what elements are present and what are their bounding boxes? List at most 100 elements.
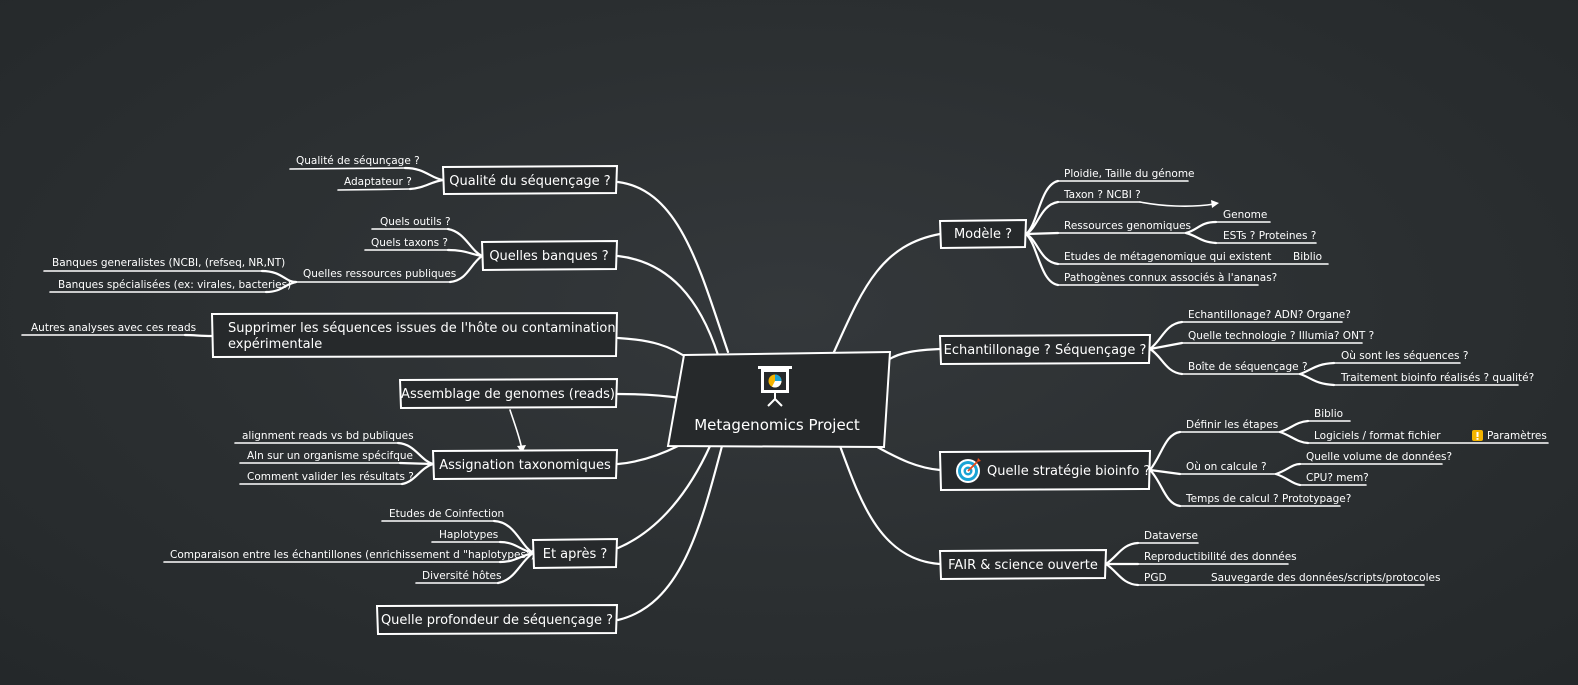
svg-text:Logiciels / format fichier: Logiciels / format fichier xyxy=(1314,430,1441,442)
svg-text:expérimentale: expérimentale xyxy=(228,337,322,352)
svg-text:Définir les étapes: Définir les étapes xyxy=(1186,419,1278,431)
topic-modele[interactable]: Modèle ? xyxy=(938,179,1060,287)
svg-text:Genome: Genome xyxy=(1223,209,1267,221)
central-topic[interactable]: Metagenomics Project xyxy=(666,350,892,449)
leaf-ressources-genomiques[interactable]: Ressources genomiques xyxy=(1057,220,1218,245)
leaf-quelle-technologie[interactable]: Quelle technologie ? Illumia? ONT ? xyxy=(1181,330,1374,344)
leaf-pgd[interactable]: PGD Sauvegarde des données/scripts/proto… xyxy=(1137,572,1440,586)
topic-assemblage[interactable]: Assemblage de genomes (reads) xyxy=(398,377,619,410)
leaf-cpu-mem[interactable]: CPU? mem? xyxy=(1299,472,1369,486)
warning-icon xyxy=(1472,430,1483,441)
svg-text:Supprimer les séquences issues: Supprimer les séquences issues de l'hôte… xyxy=(228,321,616,336)
leaf-temps-calcul[interactable]: Temps de calcul ? Prototypage? xyxy=(1179,493,1351,507)
svg-text:Qualité de séqunçage ?: Qualité de séqunçage ? xyxy=(296,155,420,167)
target-icon xyxy=(956,458,981,483)
topic-supprimer[interactable]: Supprimer les séquences issues de l'hôte… xyxy=(183,311,619,359)
svg-text:Quels taxons ?: Quels taxons ? xyxy=(371,237,448,249)
svg-text:Quelle technologie ? Illumia?: Quelle technologie ? Illumia? ONT ? xyxy=(1188,330,1374,342)
svg-text:Où on calcule ?: Où on calcule ? xyxy=(1186,461,1267,473)
topic-apres[interactable]: Et après ? xyxy=(492,519,619,585)
leaf-biblio: Biblio xyxy=(1293,251,1322,263)
topic-strategie[interactable]: Quelle stratégie bioinfo ? xyxy=(938,430,1182,508)
svg-text:Quels outils ?: Quels outils ? xyxy=(380,216,451,228)
leaf-ploidie[interactable]: Ploidie, Taille du génome xyxy=(1057,168,1195,182)
svg-text:Quelles banques ?: Quelles banques ? xyxy=(489,249,608,264)
leaf-autres-analyses[interactable]: Autres analyses avec ces reads xyxy=(21,322,196,336)
svg-text:Aln sur un organisme spécifque: Aln sur un organisme spécifque xyxy=(247,450,413,462)
svg-text:Boîte de séquençage ?: Boîte de séquençage ? xyxy=(1188,361,1308,373)
svg-text:Quelle profondeur de séquençag: Quelle profondeur de séquençage ? xyxy=(381,613,613,628)
svg-text:Ressources genomiques: Ressources genomiques xyxy=(1064,220,1191,232)
leaf-banques-generalistes[interactable]: Banques generalistes (NCBI, (refseq, NR,… xyxy=(43,257,285,272)
presentation-icon xyxy=(758,366,792,407)
leaf-quelles-ressources[interactable]: Quelles ressources publiques xyxy=(260,268,456,294)
svg-text:Echantillonage ? Séquençage ?: Echantillonage ? Séquençage ? xyxy=(944,343,1147,358)
leaf-logiciels[interactable]: Logiciels / format fichier xyxy=(1307,430,1549,444)
central-title: Metagenomics Project xyxy=(694,416,860,434)
leaf-definir-etapes[interactable]: Définir les étapes xyxy=(1179,419,1310,445)
svg-text:Ploidie, Taille du génome: Ploidie, Taille du génome xyxy=(1064,168,1195,180)
leaf-etudes-coinfection[interactable]: Etudes de Coinfection xyxy=(381,508,504,522)
svg-text:Etudes de Coinfection: Etudes de Coinfection xyxy=(389,508,504,520)
leaf-echantillonage-adn[interactable]: Echantillonage? ADN? Organe? xyxy=(1181,309,1351,323)
topic-echantillonage[interactable]: Echantillonage ? Séquençage ? xyxy=(938,320,1184,376)
leaf-ou-on-calcule[interactable]: Où on calcule ? xyxy=(1179,461,1302,487)
leaf-boite-sequencage[interactable]: Boîte de séquençage ? xyxy=(1181,361,1336,387)
svg-text:Diversité hôtes: Diversité hôtes xyxy=(422,570,501,582)
svg-text:Banques generalistes (NCBI, (r: Banques generalistes (NCBI, (refseq, NR,… xyxy=(52,257,285,269)
leaf-dataverse[interactable]: Dataverse xyxy=(1137,530,1199,544)
svg-text:Paramètres: Paramètres xyxy=(1487,430,1547,442)
leaf-sauvegarde: Sauvegarde des données/scripts/protocole… xyxy=(1211,572,1440,584)
svg-text:Adaptateur ?: Adaptateur ? xyxy=(344,176,412,188)
svg-text:Dataverse: Dataverse xyxy=(1144,530,1198,542)
svg-text:Etudes de métagenomique qui ex: Etudes de métagenomique qui existent xyxy=(1064,251,1271,263)
leaf-genome[interactable]: Genome xyxy=(1215,209,1271,223)
svg-text:Assignation taxonomiques: Assignation taxonomiques xyxy=(439,458,611,473)
leaf-quels-outils[interactable]: Quels outils ? xyxy=(371,216,451,230)
leaf-quelle-volume[interactable]: Quelle volume de données? xyxy=(1299,451,1452,465)
svg-text:Temps de calcul ? Prototypage?: Temps de calcul ? Prototypage? xyxy=(1185,493,1351,505)
leaf-quels-taxons[interactable]: Quels taxons ? xyxy=(364,237,449,251)
leaf-traitement-bioinfo[interactable]: Traitement bioinfo réalisés ? qualité? xyxy=(1333,372,1534,386)
topic-qualite[interactable]: Qualité du séquençage ? xyxy=(403,164,619,196)
leaf-reproductibilite[interactable]: Reproductibilité des données xyxy=(1137,551,1297,565)
leaf-pathogenes[interactable]: Pathogènes connux associés à l'ananas? xyxy=(1057,272,1277,286)
leaf-biblio-2[interactable]: Biblio xyxy=(1307,408,1351,422)
topic-fair[interactable]: FAIR & science ouverte xyxy=(938,541,1140,587)
svg-text:Modèle ?: Modèle ? xyxy=(954,227,1012,242)
svg-text:Autres analyses avec ces reads: Autres analyses avec ces reads xyxy=(31,322,196,334)
svg-text:alignment reads vs bd publique: alignment reads vs bd publiques xyxy=(242,430,414,442)
svg-text:CPU? mem?: CPU? mem? xyxy=(1306,472,1369,484)
leaf-alignment-reads[interactable]: alignment reads vs bd publiques xyxy=(234,430,414,444)
leaf-banques-specialisees[interactable]: Banques spécialisées (ex: virales, bacte… xyxy=(49,279,291,293)
leaf-comparaison[interactable]: Comparaison entre les échantillones (enr… xyxy=(163,549,535,563)
leaf-etudes-metagenomique[interactable]: Etudes de métagenomique qui existent Bib… xyxy=(1057,251,1329,265)
svg-text:Pathogènes connux associés à l: Pathogènes connux associés à l'ananas? xyxy=(1064,272,1277,284)
leaf-comment-valider[interactable]: Comment valider les résultats ? xyxy=(239,471,414,485)
leaf-adaptateur[interactable]: Adaptateur ? xyxy=(337,176,412,191)
leaf-taxon-ncbi[interactable]: Taxon ? NCBI ? xyxy=(1057,189,1219,208)
svg-text:Reproductibilité des données: Reproductibilité des données xyxy=(1144,551,1297,563)
leaf-ou-sont-sequences[interactable]: Où sont les séquences ? xyxy=(1333,350,1468,364)
svg-text:Biblio: Biblio xyxy=(1314,408,1343,420)
leaf-aln-organisme[interactable]: Aln sur un organisme spécifque xyxy=(239,450,413,464)
leaf-parametres[interactable]: Paramètres xyxy=(1472,430,1547,442)
svg-text:FAIR & science ouverte: FAIR & science ouverte xyxy=(948,558,1098,573)
topic-assignation[interactable]: Assignation taxonomiques xyxy=(396,441,619,486)
svg-text:Banques spécialisées (ex: vira: Banques spécialisées (ex: virales, bacte… xyxy=(58,279,291,291)
svg-text:Quelles ressources publiques: Quelles ressources publiques xyxy=(303,268,456,280)
svg-text:Où sont les séquences ?: Où sont les séquences ? xyxy=(1341,350,1468,362)
topic-banques[interactable]: Quelles banques ? xyxy=(446,227,619,284)
topic-profondeur[interactable]: Quelle profondeur de séquençage ? xyxy=(375,603,619,636)
leaf-diversite-hotes[interactable]: Diversité hôtes xyxy=(415,570,501,584)
svg-text:Haplotypes: Haplotypes xyxy=(439,529,498,541)
svg-text:Et après ?: Et après ? xyxy=(543,547,608,562)
leaf-qualite-sequencage[interactable]: Qualité de séqunçage ? xyxy=(289,155,420,170)
svg-text:Quelle stratégie bioinfo ?: Quelle stratégie bioinfo ? xyxy=(987,464,1150,479)
svg-text:Comparaison entre les échantil: Comparaison entre les échantillones (enr… xyxy=(170,549,535,561)
leaf-haplotypes[interactable]: Haplotypes xyxy=(431,529,501,543)
svg-text:Echantillonage? ADN? Organe?: Echantillonage? ADN? Organe? xyxy=(1188,309,1351,321)
leaf-ests-proteines[interactable]: ESTs ? Proteines ? xyxy=(1215,230,1317,244)
svg-text:Quelle volume de données?: Quelle volume de données? xyxy=(1306,451,1452,463)
